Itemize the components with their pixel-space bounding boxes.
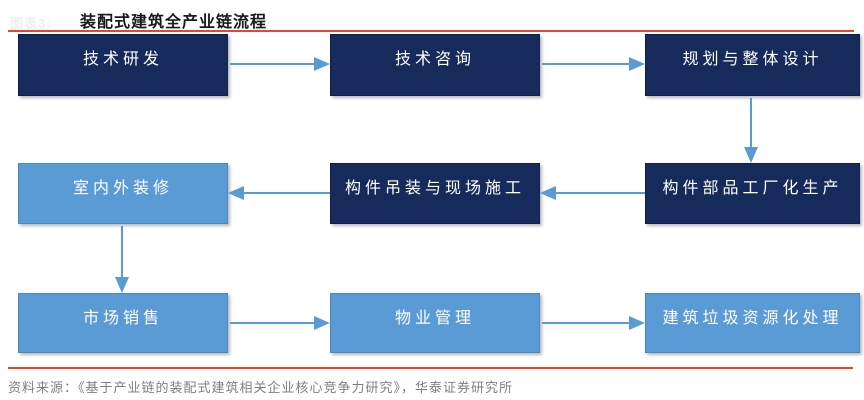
flow-node-waste-recycling: 建筑垃圾资源化处理: [645, 293, 860, 353]
figure-title: 装配式建筑全产业链流程: [80, 14, 268, 31]
flow-node-label: 构件部品工厂化生产: [662, 180, 843, 197]
arrow-left-icon: [540, 186, 556, 200]
connector-line: [244, 192, 330, 194]
connector-line: [556, 192, 645, 194]
connector-line: [230, 63, 314, 65]
source-citation: 资料来源：《基于产业链的装配式建筑相关企业核心竞争力研究》，华泰证券研究所: [8, 380, 514, 395]
flow-node-hoisting-onsite-construction: 构件吊装与现场施工: [330, 163, 540, 224]
arrow-right-icon: [629, 57, 645, 71]
flow-node-label: 规划与整体设计: [682, 51, 823, 68]
title-rule: [8, 30, 854, 32]
flow-node-factory-production: 构件部品工厂化生产: [645, 163, 860, 224]
arrow-right-icon: [629, 316, 645, 330]
flow-node-tech-consulting: 技术咨询: [330, 34, 540, 96]
flow-node-label: 市场销售: [82, 310, 163, 327]
flow-node-label: 物业管理: [394, 310, 475, 327]
flow-node-label: 室内外装修: [72, 180, 173, 197]
arrow-right-icon: [314, 316, 330, 330]
footer-rule: [8, 367, 853, 369]
flow-node-market-sales: 市场销售: [18, 293, 228, 353]
flow-node-interior-exterior-decoration: 室内外装修: [18, 163, 228, 224]
flow-node-tech-rd: 技术研发: [18, 34, 228, 96]
flow-node-property-management: 物业管理: [330, 293, 540, 353]
flow-node-label: 技术研发: [82, 51, 163, 68]
flow-node-label: 构件吊装与现场施工: [344, 180, 525, 197]
connector-line: [542, 63, 629, 65]
arrow-down-icon: [115, 277, 129, 293]
connector-line: [750, 98, 752, 147]
flow-node-label: 技术咨询: [394, 51, 475, 68]
arrow-down-icon: [744, 147, 758, 163]
connector-line: [121, 226, 123, 277]
figure-number-label: 图表3:: [10, 16, 52, 31]
arrow-right-icon: [314, 57, 330, 71]
flow-node-planning-design: 规划与整体设计: [645, 34, 860, 96]
flow-node-label: 建筑垃圾资源化处理: [662, 310, 843, 327]
arrow-left-icon: [228, 186, 244, 200]
connector-line: [542, 322, 629, 324]
connector-line: [230, 322, 314, 324]
